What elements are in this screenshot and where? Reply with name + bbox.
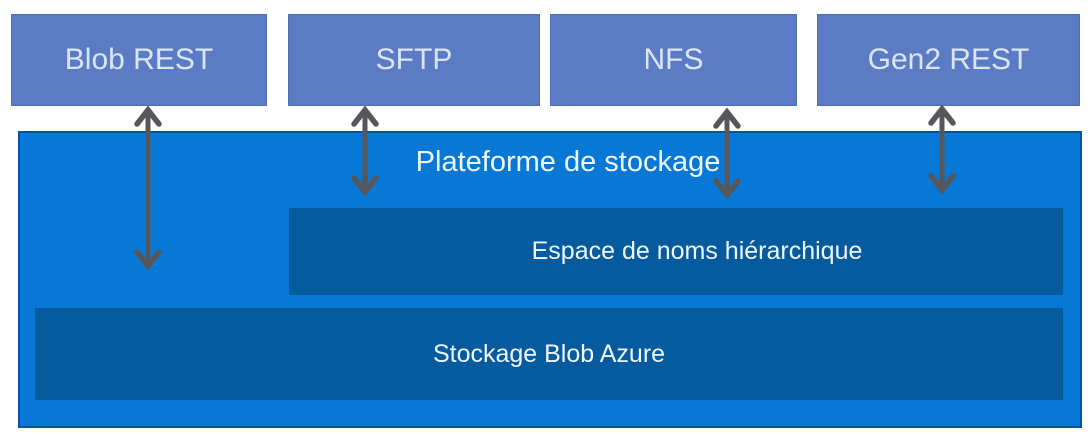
layer-hierarchical-namespace: Espace de noms hiérarchique: [289, 208, 1063, 295]
platform-title: Plateforme de stockage: [415, 146, 721, 178]
protocol-label-nfs: NFS: [643, 43, 704, 76]
protocol-box-nfs: NFS: [550, 14, 797, 106]
protocol-label-gen2-rest: Gen2 REST: [867, 43, 1030, 76]
layer-label-hierarchical-namespace: Espace de noms hiérarchique: [531, 237, 863, 265]
layer-label-azure-blob-storage: Stockage Blob Azure: [432, 339, 666, 368]
protocol-label-sftp: SFTP: [375, 43, 453, 76]
protocol-label-blob-rest: Blob REST: [64, 43, 214, 76]
protocol-box-sftp: SFTP: [288, 14, 540, 106]
protocol-box-gen2-rest: Gen2 REST: [817, 14, 1080, 106]
platform-box: Plateforme de stockage Espace de noms hi…: [18, 131, 1082, 428]
layer-azure-blob-storage: Stockage Blob Azure: [35, 308, 1063, 400]
protocol-box-blob-rest: Blob REST: [11, 14, 267, 106]
